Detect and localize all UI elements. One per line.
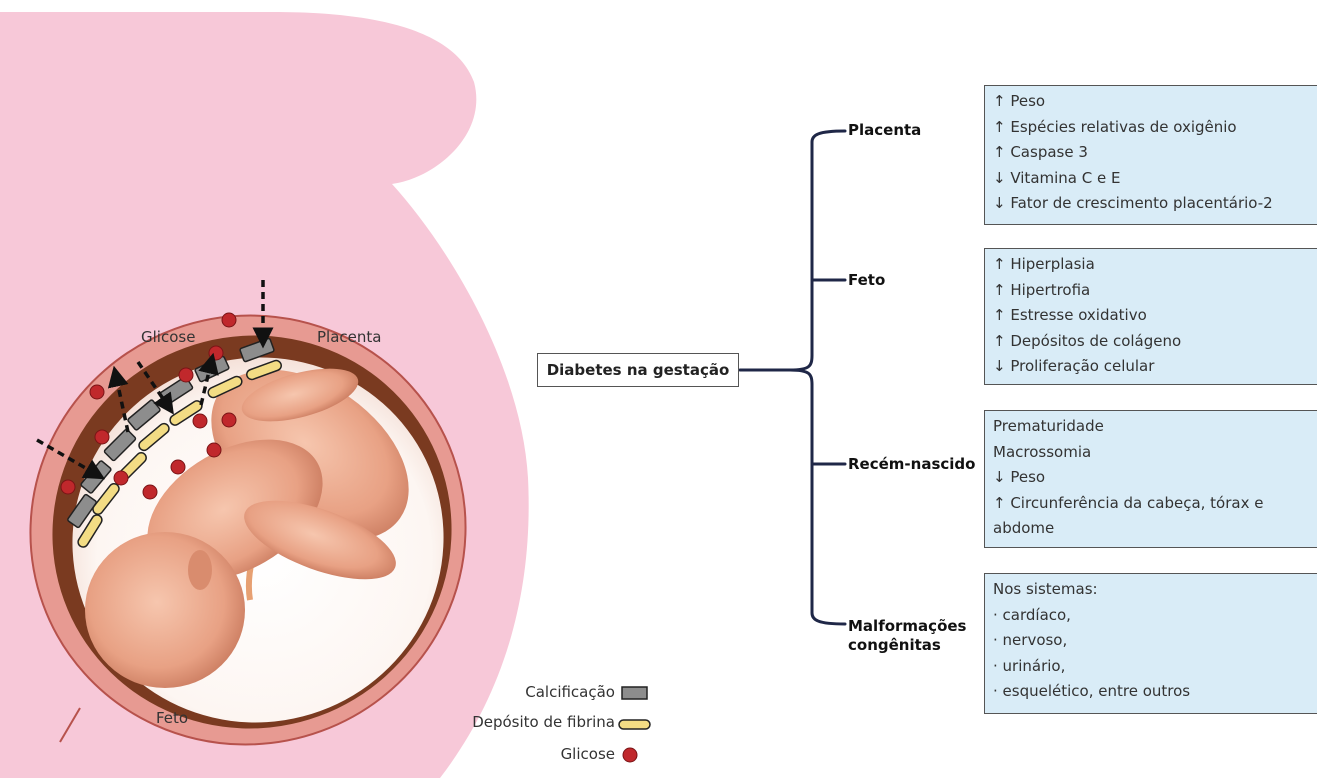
list-item: Prematuridade (993, 414, 1310, 440)
list-item: Macrossomia (993, 440, 1310, 466)
list-item: ↑ Depósitos de colágeno (993, 329, 1310, 355)
list-item: ↑ Hipertrofia (993, 278, 1310, 304)
branch-placenta-label: Placenta (848, 121, 921, 140)
list-item: · esquelético, entre outros (993, 679, 1310, 705)
feto-effects-box: ↑ Hiperplasia ↑ Hipertrofia ↑ Estresse o… (984, 248, 1317, 385)
list-item: · nervoso, (993, 628, 1310, 654)
list-item: ↑ Espécies relativas de oxigênio (993, 115, 1310, 141)
recem-nascido-effects-box: Prematuridade Macrossomia ↓ Peso ↑ Circu… (984, 410, 1317, 548)
list-item: ↑ Estresse oxidativo (993, 303, 1310, 329)
list-item: ↓ Proliferação celular (993, 354, 1310, 380)
list-item: Nos sistemas: (993, 577, 1310, 603)
list-item: ↑ Hiperplasia (993, 252, 1310, 278)
branch-feto-label: Feto (848, 271, 885, 290)
list-item: ↓ Peso (993, 465, 1310, 491)
branch-recem-nascido-label: Recém-nascido (848, 455, 975, 474)
list-item: ↓ Fator de crescimento placentário-2 (993, 191, 1310, 217)
list-item: ↑ Peso (993, 89, 1310, 115)
list-item: ↓ Vitamina C e E (993, 166, 1310, 192)
malformacoes-effects-box: Nos sistemas: · cardíaco, · nervoso, · u… (984, 573, 1317, 714)
placenta-effects-box: ↑ Peso ↑ Espécies relativas de oxigênio … (984, 85, 1317, 225)
root-node: Diabetes na gestação (537, 353, 739, 387)
list-item: · cardíaco, (993, 603, 1310, 629)
list-item: · urinário, (993, 654, 1310, 680)
list-item: ↑ Caspase 3 (993, 140, 1310, 166)
branch-malformacoes-label: Malformações congênitas (848, 617, 978, 655)
list-item: ↑ Circunferência da cabeça, tórax e abdo… (993, 491, 1310, 542)
root-label: Diabetes na gestação (547, 361, 730, 379)
